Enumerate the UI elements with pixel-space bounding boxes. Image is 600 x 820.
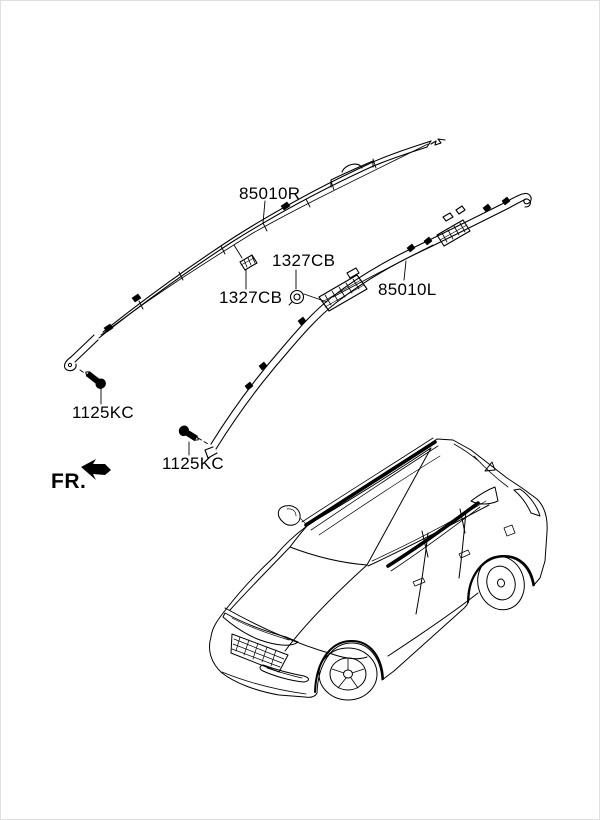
leader-line — [262, 200, 266, 224]
grommet-icon — [288, 289, 328, 306]
mounting-bolt-left-icon — [79, 369, 106, 405]
curtain-airbag-left — [204, 192, 532, 459]
roof-rail-far — [386, 501, 480, 568]
part-label-bolt-left[interactable]: 1125KC — [72, 403, 134, 422]
fr-direction-arrow — [81, 459, 111, 480]
rear-wheel — [477, 555, 525, 611]
bracket-end-right — [426, 138, 446, 148]
mounting-bolt-right-icon — [178, 425, 209, 456]
clip-icon — [233, 244, 258, 271]
inflator-fold-section-b — [436, 205, 471, 247]
part-label-airbag-right[interactable]: 85010R — [239, 184, 301, 203]
curtain-airbag-right — [63, 138, 446, 372]
part-label-bolt-right[interactable]: 1125KC — [162, 454, 224, 473]
front-wheel — [318, 647, 378, 701]
roof-rail-near — [304, 440, 437, 527]
anchor-hook-left — [63, 356, 77, 372]
inflator-fold-section-a — [318, 267, 368, 312]
leader-line — [403, 260, 407, 281]
part-label-clip-upper[interactable]: 1327CB — [272, 251, 336, 270]
hook-curl-end — [522, 192, 532, 208]
fr-direction-label: FR. — [51, 470, 87, 493]
bracket-end-left — [204, 446, 218, 459]
part-label-clip-lower[interactable]: 1327CB — [219, 288, 283, 307]
vehicle-illustration — [208, 437, 548, 701]
part-label-airbag-left[interactable]: 85010L — [378, 280, 437, 299]
